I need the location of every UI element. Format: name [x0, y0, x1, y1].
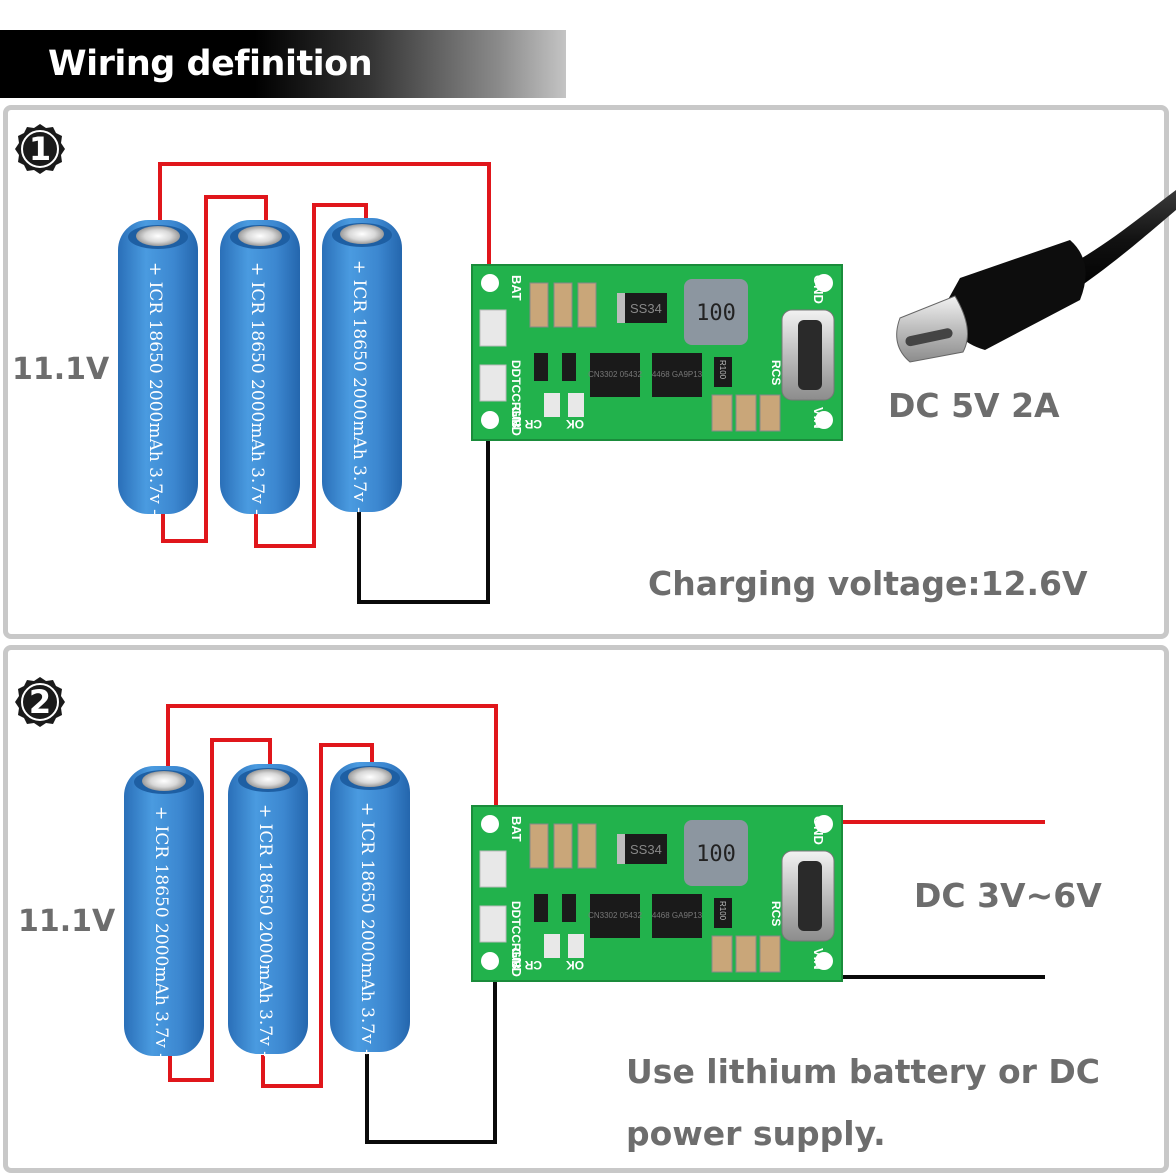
black-wire-2: [365, 930, 497, 1144]
rcs-label: RCS: [769, 901, 783, 926]
header-bar: [0, 30, 566, 98]
battery-label: + ICR 18650 2000mAh 3.7v -: [255, 804, 275, 1057]
pin-vin: VIN: [811, 407, 826, 429]
led-cr-label: CR: [524, 958, 542, 972]
inductor-label: 100: [696, 842, 736, 867]
pin-bat: BAT: [509, 275, 524, 301]
battery-voltage-label-2: 11.1V: [18, 904, 116, 939]
battery-label: + ICR 18650 2000mAh 3.7v -: [349, 260, 369, 513]
red-wires-1: [158, 162, 491, 548]
board-model: DDTCCRUB: [509, 360, 523, 428]
battery-label: + ICR 18650 2000mAh 3.7v -: [145, 262, 165, 515]
ic2-label: 4468 GA9P13: [652, 370, 703, 379]
pin-gnd-right: GND: [811, 816, 826, 845]
ic2-label: 4468 GA9P13: [652, 911, 703, 920]
resistor-label: R100: [718, 901, 727, 921]
inductor-label: 100: [696, 301, 736, 326]
led-ok-label: OK: [566, 958, 584, 972]
charger-board-1: BAT DDTCCRUB GND SS34 100 CN3302 05432 4…: [471, 264, 843, 441]
board-model: DDTCCRUB: [509, 901, 523, 969]
battery-2c: + ICR 18650 2000mAh 3.7v -: [330, 762, 410, 1055]
usb-c-cable: [896, 190, 1176, 363]
battery-1a: + ICR 18650 2000mAh 3.7v -: [118, 220, 198, 515]
power-source-note-line1: Use lithium battery or DC: [626, 1052, 1101, 1091]
page-title: Wiring definition: [48, 44, 373, 84]
led-cr-label: CR: [524, 417, 542, 431]
battery-2a: + ICR 18650 2000mAh 3.7v -: [124, 766, 204, 1059]
input-spec-label-1: DC 5V 2A: [888, 386, 1060, 425]
pin-vin: VIN: [811, 948, 826, 970]
pin-gnd-left: GND: [509, 948, 524, 977]
ic1-label: CN3302 05432: [588, 370, 642, 379]
battery-2b: + ICR 18650 2000mAh 3.7v -: [228, 764, 308, 1057]
led-ok-label: OK: [566, 417, 584, 431]
input-spec-label-2: DC 3V~6V: [914, 876, 1102, 915]
step-number-2: 2: [29, 683, 51, 721]
ic1-label: CN3302 05432: [588, 911, 642, 920]
black-wire-1: [357, 388, 490, 604]
battery-1c: + ICR 18650 2000mAh 3.7v -: [322, 218, 402, 513]
power-source-note-line2: power supply.: [626, 1114, 886, 1153]
step-number-1: 1: [29, 130, 51, 168]
red-wires-2: [166, 704, 1045, 1088]
battery-label: + ICR 18650 2000mAh 3.7v -: [247, 262, 267, 515]
rcs-label: RCS: [769, 360, 783, 385]
diode-label: SS34: [630, 301, 662, 316]
step-badge-1: 1: [15, 124, 65, 174]
charging-voltage-note: Charging voltage:12.6V: [648, 564, 1088, 603]
battery-label: + ICR 18650 2000mAh 3.7v -: [151, 806, 171, 1059]
battery-1b: + ICR 18650 2000mAh 3.7v -: [220, 220, 300, 515]
step-badge-2: 2: [15, 677, 65, 727]
diode-label: SS34: [630, 842, 662, 857]
pin-bat: BAT: [509, 816, 524, 842]
resistor-label: R100: [718, 360, 727, 380]
pin-gnd-left: GND: [509, 407, 524, 436]
battery-voltage-label-1: 11.1V: [12, 352, 110, 387]
pin-gnd-right: GND: [811, 275, 826, 304]
battery-label: + ICR 18650 2000mAh 3.7v -: [357, 802, 377, 1055]
charger-board-2: BAT DDTCCRUB GND SS34 100 CN3302 05432 4…: [471, 805, 843, 982]
